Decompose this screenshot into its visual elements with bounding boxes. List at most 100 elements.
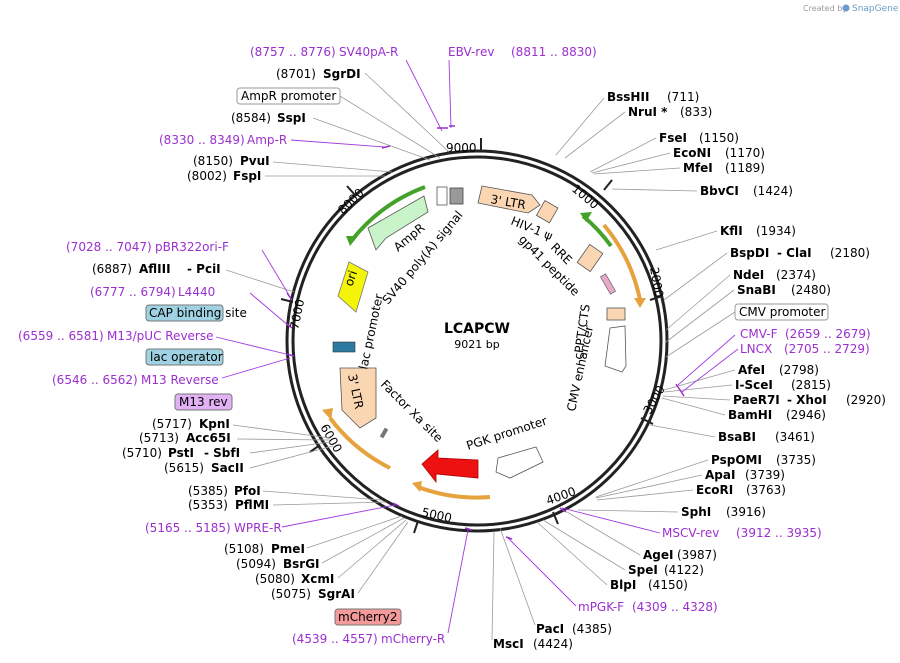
site-name: SpeI [628,563,658,577]
primer-name: EBV-rev [448,45,494,59]
primer-range: (4539 .. 4557) [292,632,378,646]
tick-1000 [603,179,613,191]
mcherry2-arrow [421,449,479,484]
site-name: AfeI [738,363,765,377]
site-name: NruI * [628,105,668,119]
primer-range: (8811 .. 8830) [511,45,597,59]
site-position: (8002) [187,169,227,183]
factor-xa-shape [379,427,389,439]
lac-operator-shape [332,341,356,353]
m13-rev-box [174,393,233,411]
site-position: (3739) [745,468,785,482]
mcherry2-box [334,608,402,626]
primer-range: (6559 .. 6581) [18,329,104,343]
site-name: PflMI [235,498,269,512]
site-position: (833) [680,105,712,119]
site-position: (1189) [725,161,765,175]
site-name: SnaBI [737,283,776,297]
primer-range: (8757 .. 8776) [250,45,336,59]
ori-label: ori [342,269,360,288]
site-name: MfeI [683,161,713,175]
arrow-head [346,236,358,246]
snapgene-logo-icon [842,4,850,12]
site-name: PvuI [240,154,270,168]
cmv-enhancer-shape [604,325,627,373]
site-position: (1934) [756,224,796,238]
arrow-head [580,212,592,222]
tick-7000 [280,298,294,303]
primer-range: (3912 .. 3935) [736,526,822,540]
primer-range: (8330 .. 8349) [159,133,245,147]
site-name-alt: - SbfI [204,446,240,460]
primer-range: (2659 .. 2679) [785,327,871,341]
cmv-promoter-box [734,303,829,321]
site-name: FspI [233,169,261,183]
site-position: (3735) [776,453,816,467]
site-name: KpnI [199,417,230,431]
site-name: EcoNI [673,146,711,160]
primer-leader-lines [215,59,739,634]
site-name-alt: - ClaI [777,246,812,260]
site-name: BsrGI [283,557,320,571]
primer-name: M13 Reverse [141,373,219,387]
site-position: (5615) [164,461,204,475]
site-position: (5713) [139,431,179,445]
site-position: (8584) [231,111,271,125]
credit-brand: SnapGene [852,4,899,14]
site-name: SphI [681,505,711,519]
backbone-inner-strand [291,155,663,527]
restriction-sites-right: BssHII (711) NruI * (833) FseI (1150) Ec… [607,90,886,592]
tick-label: 2000 [647,266,666,299]
ampr-shape [367,195,429,251]
site-position: (711) [667,90,699,104]
primer-name: pBR322ori-F [155,240,229,254]
tick-5000 [413,520,419,534]
site-name: PfoI [234,484,261,498]
orange-feature-arc [417,485,491,500]
site-position: (5385) [188,484,228,498]
site-position: (1150) [699,131,739,145]
site-position: (3763) [746,483,786,497]
restriction-sites-left: (8701) SgrDI (8584) SspI (8150) PvuI (80… [92,67,361,601]
plasmid-name: LCAPCW [444,321,510,337]
cppt-shape [606,307,626,321]
site-name: EcoRI [696,483,733,497]
site-position: (2815) [791,378,831,392]
site-position: (5710) [122,446,162,460]
site-name: SacII [211,461,244,475]
site-position: (8150) [193,154,233,168]
site-position: (5075) [271,587,311,601]
site-name: PmeI [271,542,305,556]
primer-name: CMV-F [740,327,778,341]
site-name: BssHII [607,90,649,104]
tick-label: 3000 [640,383,667,416]
lac-promoter-label: lac promoter [356,293,386,371]
site-name: BamHI [728,408,772,422]
primer-range: (4309 .. 4328) [632,600,718,614]
feature-shapes: 3' LTR 3' LTR ori [332,185,627,484]
lac-operator-label: lac operator [150,350,223,364]
site-position: (5717) [152,417,192,431]
orange-feature-arc [602,223,642,301]
scale-ticks: 9000 1000 2000 3000 4000 5000 6000 7000 … [280,138,668,534]
site-name: BspDI [730,246,769,260]
site-position: (6887) [92,262,132,276]
leader-lines [225,72,736,641]
primer-name: WPRE-R [234,521,282,535]
primer-range: (2705 .. 2729) [784,342,870,356]
green-feature-arc [350,185,426,242]
cap-site-label: CAP binding site [149,306,247,320]
site-position: (2180) [830,246,870,260]
site-position: (3916) [726,505,766,519]
site-name: PstI [168,446,194,460]
site-position: (5353) [188,498,228,512]
primer-labels: (8757 .. 8776) SV40pA-R EBV-rev (8811 ..… [18,45,871,646]
pgk-promoter-shape [495,446,544,479]
site-name: SspI [277,111,306,125]
ampr-promoter-shape [436,186,448,206]
site-name-alt: - PciI [187,262,221,276]
tick-3000 [640,417,654,425]
site-name: Acc65I [186,431,231,445]
site-name: PaeR7I [733,393,780,407]
